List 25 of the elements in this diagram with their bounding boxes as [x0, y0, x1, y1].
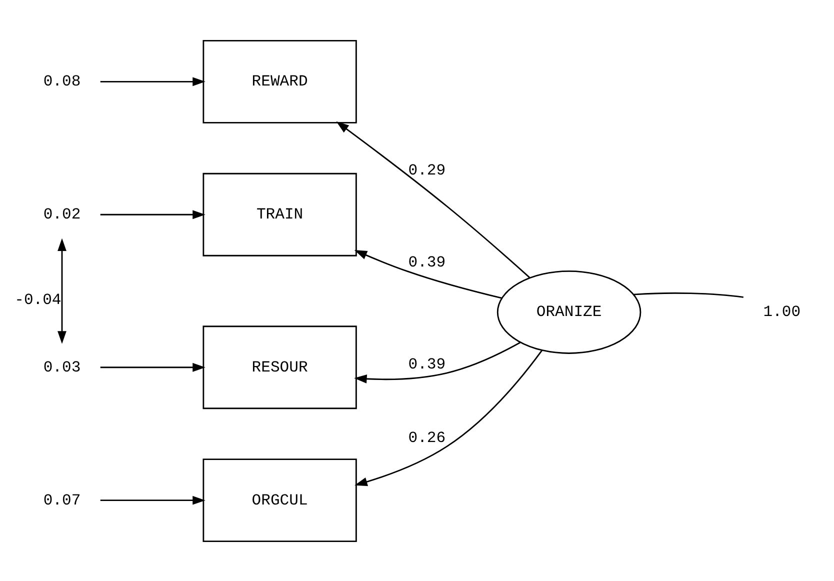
- node-text: 1.00: [763, 302, 801, 321]
- edge-label: 0.29: [408, 161, 446, 180]
- arrow: [354, 349, 543, 486]
- arrow: [100, 210, 206, 219]
- node-ellipse: ORANIZE: [496, 270, 642, 354]
- arrow: [100, 76, 206, 86]
- connector: [634, 292, 744, 298]
- arrow: [336, 120, 530, 278]
- node-text: 0.03: [43, 358, 81, 376]
- node-box: TRAIN: [202, 172, 357, 256]
- arrow: [100, 362, 206, 372]
- arrow: [100, 495, 206, 504]
- node-text: 0.02: [43, 205, 81, 224]
- arrow: [354, 250, 502, 298]
- node-box: REWARD: [202, 39, 357, 123]
- arrow: [58, 238, 66, 344]
- edge-label: 0.39: [408, 253, 446, 272]
- edge-label: 0.26: [408, 428, 446, 447]
- node-text: 0.07: [43, 490, 81, 509]
- edge-label: -0.04: [14, 290, 62, 308]
- arrow: [354, 341, 521, 383]
- node-box: ORGCUL: [202, 458, 357, 542]
- node-text: 0.08: [43, 72, 81, 90]
- edge-label: 0.39: [408, 355, 446, 374]
- node-box: RESOUR: [202, 325, 357, 409]
